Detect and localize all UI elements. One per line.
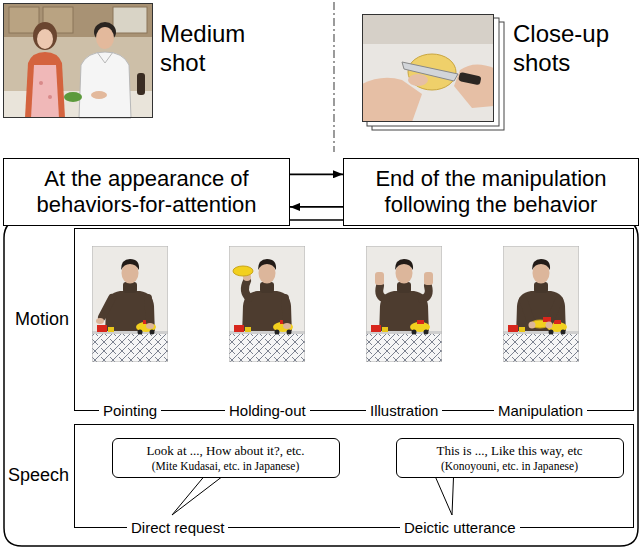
speech-type-label: Direct request — [131, 519, 224, 537]
illustration-photo — [366, 246, 442, 362]
panel-heading: Speech — [8, 465, 69, 487]
flow-arrow — [290, 206, 343, 208]
group-outline — [4, 212, 638, 546]
label-holder: Direct request — [127, 519, 228, 537]
box-text: At the appearance of behaviors-for-atten… — [12, 166, 281, 219]
bubble-text: (Konoyouni, etc. in Japanese) — [403, 459, 617, 473]
label-holder: Holding-out — [225, 402, 310, 420]
shot-label: Close-up shots — [513, 20, 637, 78]
motion-label: Manipulation — [498, 402, 583, 420]
label-holder: Deictic utterance — [400, 519, 520, 537]
speech-bubble: Look at ..., How about it?, etc.(Mite Ku… — [112, 438, 340, 479]
label-holder: Manipulation — [494, 402, 587, 420]
divider-line — [333, 2, 334, 152]
close-up-photo-stack — [362, 14, 504, 130]
box-text: End of the manipulation following the be… — [352, 166, 630, 219]
panel-heading-holder: Speech — [8, 465, 69, 487]
manipulation-photo — [503, 246, 579, 362]
speech-bubble-tail — [436, 477, 454, 515]
pointing-photo — [92, 246, 168, 362]
medium-shot-photo — [3, 3, 153, 118]
motion-label: Holding-out — [229, 402, 306, 420]
panel-heading-holder: Motion — [15, 309, 69, 331]
motion-label: Pointing — [103, 402, 157, 420]
label-holder: Close-up shots — [513, 20, 637, 78]
event-box: At the appearance of behaviors-for-atten… — [3, 158, 290, 226]
speech-bubble-tail — [172, 477, 222, 515]
motion-label: Illustration — [370, 402, 438, 420]
speech-bubble: This is ..., Like this way, etc(Konoyoun… — [396, 438, 624, 479]
flow-arrow — [290, 173, 343, 175]
holding-out-photo — [229, 246, 305, 362]
event-box: End of the manipulation following the be… — [343, 158, 639, 226]
panel-heading: Motion — [15, 309, 69, 331]
bubble-text: This is ..., Like this way, etc — [403, 443, 617, 459]
motion-panel: Motion — [74, 228, 634, 411]
bubble-text: (Mite Kudasai, etc. in Japanese) — [119, 459, 333, 473]
speech-panel: SpeechLook at ..., How about it?, etc.(M… — [74, 424, 634, 528]
label-holder: Pointing — [99, 402, 161, 420]
shot-label: Medium shot — [160, 20, 276, 78]
label-holder: Medium shot — [160, 20, 276, 78]
speech-type-label: Deictic utterance — [404, 519, 516, 537]
label-holder: Illustration — [366, 402, 442, 420]
bubble-text: Look at ..., How about it?, etc. — [119, 443, 333, 459]
